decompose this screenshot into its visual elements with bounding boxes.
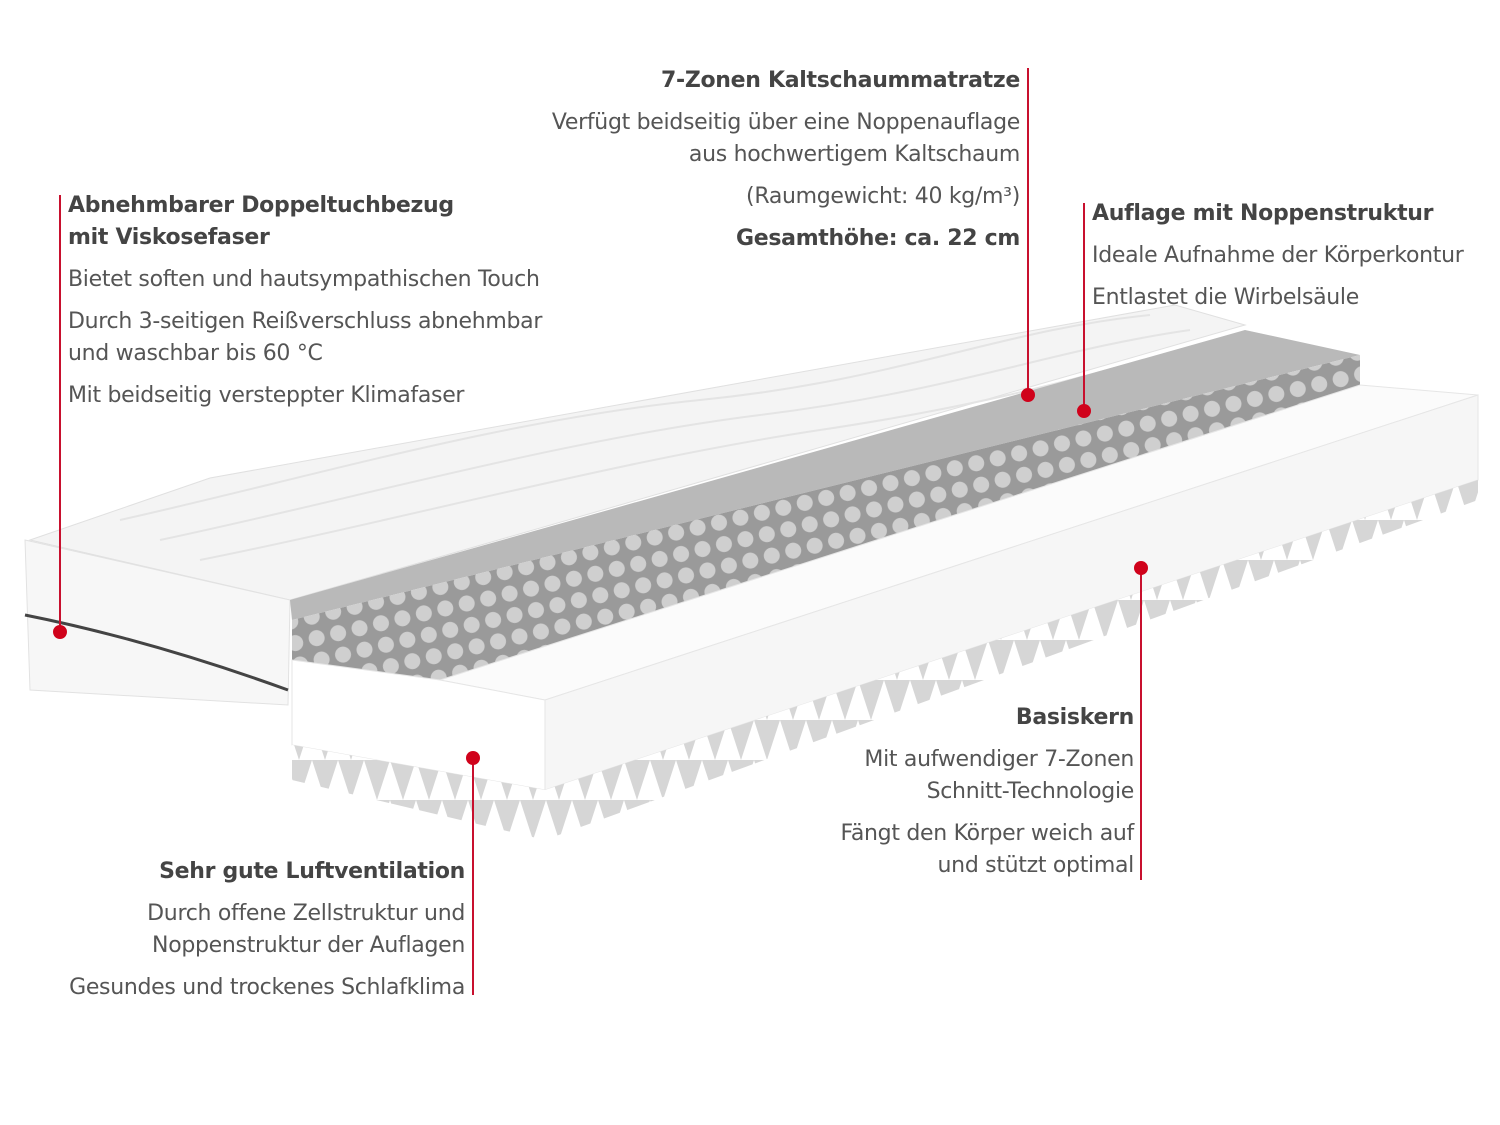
title: Abnehmbarer Doppeltuchbezug bbox=[68, 193, 454, 218]
cover-side bbox=[24, 539, 291, 706]
title: mit Viskosefaser bbox=[68, 225, 270, 250]
callout-mattress: 7-Zonen Kaltschaummatratze Verfügt beids… bbox=[552, 65, 1020, 255]
text: Schnitt-Technologie bbox=[926, 779, 1135, 804]
text: Ideale Aufnahme der Körperkontur bbox=[1092, 243, 1464, 268]
cover-marker bbox=[53, 625, 67, 639]
text: Durch 3-seitigen Reißverschluss abnehmba… bbox=[68, 309, 543, 334]
topper-marker bbox=[1077, 404, 1091, 418]
title: Basiskern bbox=[1015, 705, 1134, 730]
text: und stützt optimal bbox=[937, 853, 1135, 878]
zigzag-front bbox=[292, 745, 545, 840]
callout-core: Basiskern Mit aufwendiger 7-Zonen Schnit… bbox=[841, 702, 1135, 882]
text: Noppenstruktur der Auflagen bbox=[152, 933, 465, 958]
nub-layer bbox=[292, 355, 1360, 680]
text: Entlastet die Wirbelsäule bbox=[1092, 285, 1359, 310]
title: Sehr gute Luftventilation bbox=[159, 859, 465, 884]
text: (Raumgewicht: 40 kg/m³) bbox=[746, 184, 1020, 209]
height: Gesamthöhe: ca. 22 cm bbox=[735, 226, 1020, 251]
text: Gesundes und trockenes Schlafklima bbox=[69, 975, 465, 1000]
title: 7-Zonen Kaltschaummatratze bbox=[660, 68, 1020, 93]
base-core-front bbox=[291, 659, 546, 791]
callout-topper: Auflage mit Noppenstruktur Ideale Aufnah… bbox=[1092, 198, 1464, 314]
text: aus hochwertigem Kaltschaum bbox=[688, 142, 1020, 167]
air-marker bbox=[466, 751, 480, 765]
text: Durch offene Zellstruktur und bbox=[147, 901, 465, 926]
callout-cover: Abnehmbarer Doppeltuchbezug mit Viskosef… bbox=[68, 190, 542, 412]
mattress-marker bbox=[1021, 388, 1035, 402]
zigzag-side bbox=[545, 480, 1478, 840]
callout-ventilation: Sehr gute Luftventilation Durch offene Z… bbox=[69, 856, 465, 1004]
text: und waschbar bis 60 °C bbox=[68, 341, 323, 366]
core-marker bbox=[1134, 561, 1148, 575]
text: Fängt den Körper weich auf bbox=[840, 821, 1135, 846]
foam-cut-edge bbox=[290, 330, 1360, 620]
text: Verfügt beidseitig über eine Noppenaufla… bbox=[551, 110, 1020, 135]
text: Bietet soften und hautsympathischen Touc… bbox=[68, 267, 540, 292]
text: Mit aufwendiger 7-Zonen bbox=[864, 747, 1134, 772]
title: Auflage mit Noppenstruktur bbox=[1092, 201, 1434, 226]
text: Mit beidseitig versteppter Klimafaser bbox=[68, 383, 465, 408]
